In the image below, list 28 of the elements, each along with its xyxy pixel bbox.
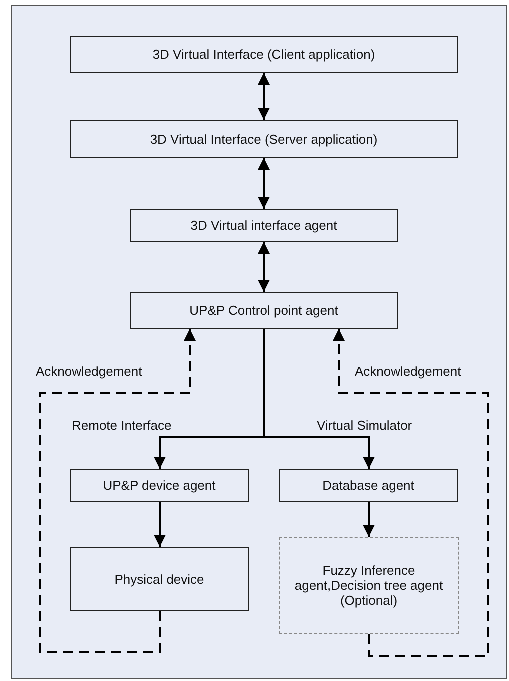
arrow: [154, 502, 166, 547]
node-text: 3D Virtual Interface (Client application): [152, 47, 376, 62]
node-text: 3D Virtual Interface (Server application): [149, 132, 379, 146]
arrow: [258, 158, 270, 209]
node-text: 3D Virtual interface agent: [190, 218, 338, 233]
arrow: [258, 73, 270, 120]
optional-box: [279, 537, 459, 634]
process-box: [70, 120, 458, 158]
arrow: [258, 242, 270, 292]
arrow: [363, 502, 375, 537]
node-text: Database agent: [322, 478, 416, 493]
node-text: UP&P device agent: [102, 478, 217, 493]
dashed-arrow: [333, 329, 489, 657]
process-box: [70, 36, 458, 73]
node-text: UP&P Control point agent: [188, 303, 340, 318]
node-text: Fuzzy Inference agent,Decision tree agent (Optional): [294, 563, 444, 608]
process-box: [279, 469, 458, 502]
group-label: Remote Interface: [72, 418, 172, 433]
edge-label: Acknowledgement: [355, 364, 462, 379]
process-box: [70, 547, 249, 611]
process-box: [70, 469, 249, 502]
group-label: Virtual Simulator: [317, 418, 412, 433]
process-box: [130, 292, 398, 329]
dashed-arrow: [39, 329, 196, 653]
edge-label: Acknowledgement: [36, 364, 142, 379]
node-text: Physical device: [114, 572, 206, 586]
arrow: [263, 329, 375, 469]
process-box: [130, 209, 398, 242]
